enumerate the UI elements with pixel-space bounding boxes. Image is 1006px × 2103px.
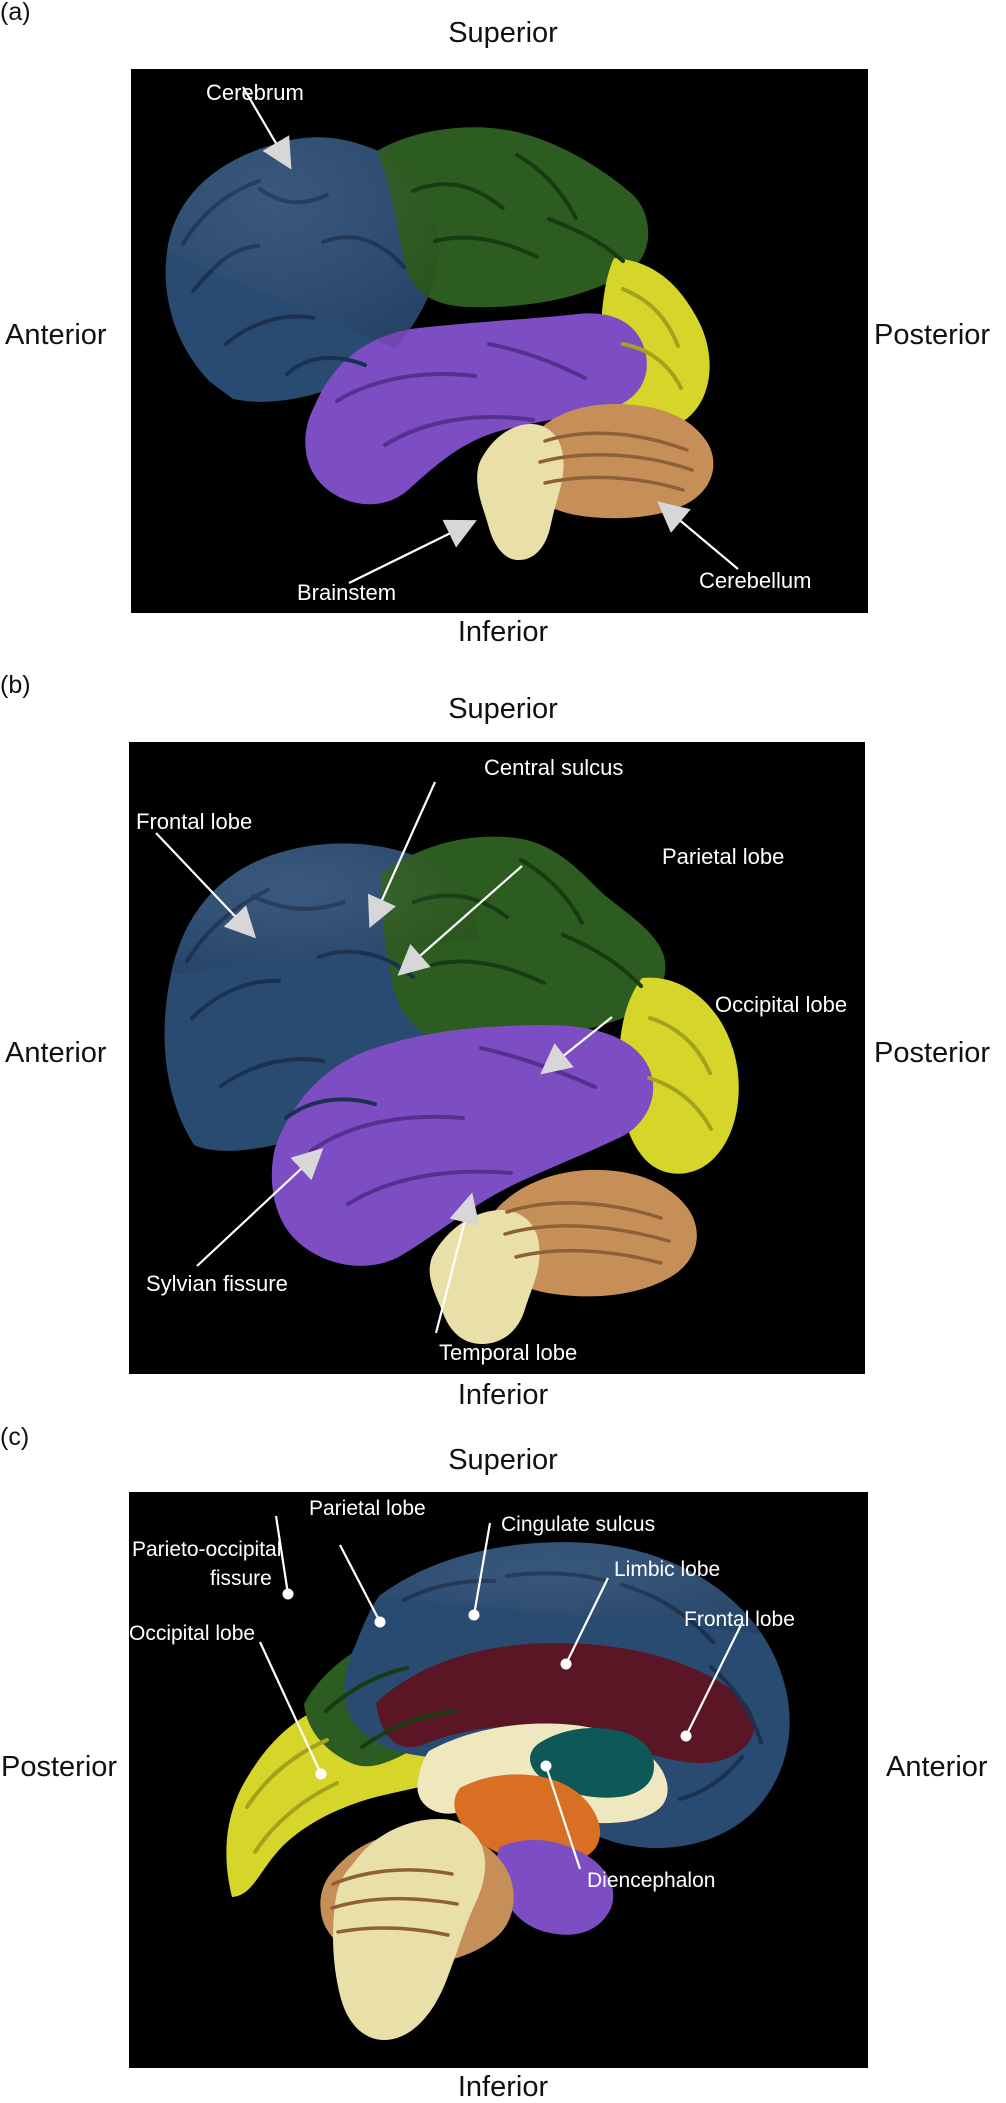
- panel-b-posterior-label: Posterior: [874, 1037, 991, 1069]
- panel-a-surface-shade: [167, 137, 439, 348]
- panel-a-superior-label: Superior: [448, 17, 558, 49]
- brainstem-region: [477, 423, 564, 561]
- parieto-occipital-label-line1: Parieto-occipital: [132, 1538, 281, 1561]
- panel-b-surface-shade: [171, 843, 478, 974]
- panel-c-image: Parietal lobe Cingulate sulcus Parieto-o…: [129, 1492, 868, 2068]
- brainstem-leader-arrow: [348, 519, 477, 584]
- parieto-occipital-fissure-marker: [374, 1616, 386, 1628]
- occipital-lobe-label: Occipital lobe: [129, 1622, 255, 1645]
- parietal-lobe-leader-line: [274, 1515, 290, 1595]
- parietal-lobe-label: Parietal lobe: [662, 844, 784, 869]
- parieto-occipital-fissure-leader-line: [339, 1544, 381, 1623]
- occipital-lobe-leader-arrow: [540, 1016, 613, 1075]
- panel-a-inferior-label: Inferior: [457, 616, 549, 648]
- cerebellum-region: [518, 404, 714, 519]
- central-sulcus-leader-arrow: [367, 781, 437, 929]
- panel-c-inferior-label: Inferior: [457, 2071, 549, 2103]
- frontal-lobe-label: Frontal lobe: [136, 809, 252, 834]
- parietal-lobe-region: [377, 127, 649, 308]
- temporal-lobe-leader-arrow: [434, 1192, 480, 1334]
- parietal-gyri-lines: [324, 1666, 457, 1749]
- cerebellum-folia-lines: [503, 1201, 671, 1265]
- cingulate-sulcus-leader-line: [472, 1522, 492, 1616]
- diencephalon-leader-line: [544, 1765, 582, 1870]
- panel-b-image: Central sulcus Frontal lobe Parietal lob…: [129, 742, 865, 1374]
- parietal-lobe-leader-arrow: [397, 865, 523, 976]
- occipital-gyri-lines: [647, 1016, 713, 1131]
- cerebellum-folia-lines: [330, 1868, 459, 1937]
- temporal-gyri-lines: [309, 1046, 597, 1206]
- panel-b-inferior-label: Inferior: [457, 1379, 549, 1411]
- cingulate-sulcus-label: Cingulate sulcus: [501, 1513, 655, 1536]
- panel-a-posterior-label: Posterior: [874, 319, 991, 351]
- frontal-lobe-marker: [680, 1730, 692, 1742]
- panel-c-superior-label: Superior: [448, 1444, 558, 1476]
- occipital-lobe-leader-line: [259, 1641, 322, 1775]
- brainstem-label: Brainstem: [297, 580, 396, 605]
- ventricle-region: [530, 1728, 655, 1798]
- occipital-gyri-lines: [621, 287, 683, 390]
- frontal-lobe-label: Frontal lobe: [684, 1608, 795, 1631]
- frontal-lobe-leader-line: [685, 1624, 742, 1737]
- panel-b-superior-label: Superior: [448, 693, 558, 725]
- panel-a-image: Cerebrum Brainstem Cerebellum: [131, 69, 868, 613]
- panel-b-anterior-label: Anterior: [5, 1037, 107, 1069]
- panel-c-anterior-label: Anterior: [886, 1751, 988, 1783]
- sylvian-fissure-leader-arrow: [196, 1147, 324, 1267]
- occipital-gyri-lines: [245, 1738, 339, 1854]
- temporal-lobe-region: [271, 1024, 654, 1266]
- diencephalon-marker: [540, 1760, 552, 1772]
- panel-b-letter: (b): [0, 671, 31, 699]
- temporal-lobe-label: Temporal lobe: [439, 1340, 577, 1365]
- panel-a-svg: Cerebrum Brainstem Cerebellum: [165, 80, 812, 605]
- limbic-lobe-label: Limbic lobe: [614, 1558, 720, 1581]
- panel-a-letter: (a): [0, 0, 31, 26]
- cerebellum-folia-lines: [538, 431, 694, 492]
- sylvian-fissure-label: Sylvian fissure: [146, 1271, 288, 1296]
- occipital-lobe-label: Occipital lobe: [715, 992, 847, 1017]
- cerebrum-label: Cerebrum: [206, 80, 304, 105]
- limbic-lobe-marker: [560, 1658, 572, 1670]
- central-sulcus-label: Central sulcus: [484, 755, 623, 780]
- frontal-lobe-leader-arrow: [155, 832, 257, 939]
- panel-b-svg: Central sulcus Frontal lobe Parietal lob…: [136, 755, 847, 1365]
- temporal-lobe-region: [305, 313, 647, 505]
- diencephalon-region: [454, 1774, 601, 1865]
- parietal-lobe-marker: [282, 1588, 294, 1600]
- cingulate-sulcus-marker: [468, 1609, 480, 1621]
- limbic-lobe-leader-line: [565, 1577, 609, 1665]
- brainstem-region: [429, 1209, 540, 1344]
- parietal-lobe-label: Parietal lobe: [309, 1497, 426, 1520]
- parieto-occipital-label-line2: fissure: [210, 1567, 272, 1590]
- cerebellum-leader-arrow: [657, 501, 739, 570]
- panel-c-letter: (c): [0, 1423, 30, 1451]
- temporal-lobe-region: [496, 1840, 614, 1935]
- limbic-lobe-region: [376, 1642, 755, 1764]
- cerebellum-label: Cerebellum: [699, 568, 812, 593]
- occipital-lobe-marker: [315, 1768, 327, 1780]
- panel-c-posterior-label: Posterior: [1, 1751, 118, 1783]
- panel-c-surface-shade: [379, 1542, 762, 1634]
- cerebrum-leader-arrow: [242, 86, 292, 170]
- diencephalon-label: Diencephalon: [587, 1869, 715, 1892]
- parietal-gyri-lines: [411, 153, 625, 263]
- panel-c-svg: Parietal lobe Cingulate sulcus Parieto-o…: [129, 1497, 795, 2040]
- temporal-gyri-lines: [335, 342, 587, 447]
- panel-a-anterior-label: Anterior: [5, 319, 107, 351]
